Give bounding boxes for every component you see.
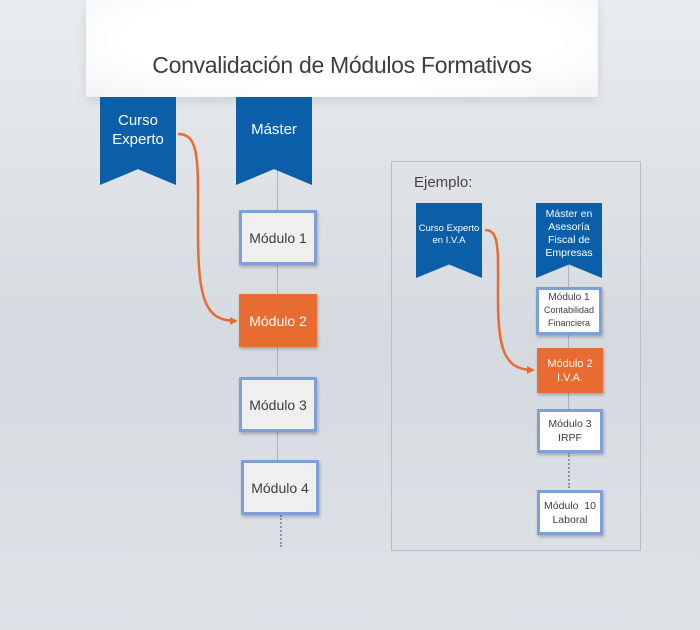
example-connector-line: [568, 260, 569, 410]
continuation-dots: [280, 515, 284, 547]
module-name: Módulo 10: [544, 499, 596, 512]
module-subject: IRPF: [558, 432, 582, 444]
module-1: Módulo 1: [239, 210, 317, 265]
master-label: Máster: [251, 121, 297, 138]
module-subject: Laboral: [552, 513, 588, 526]
example-label: Ejemplo:: [414, 174, 473, 191]
example-panel: Ejemplo:: [391, 161, 641, 551]
example-validation-arrow: [484, 228, 535, 374]
module-name: Módulo 3: [548, 418, 592, 430]
module-label: Módulo 1: [249, 229, 307, 246]
module-3: Módulo 3: [239, 377, 317, 432]
module-4: Módulo 4: [241, 460, 319, 515]
title-banner: Convalidación de Módulos Formativos: [86, 0, 598, 97]
page-title: Convalidación de Módulos Formativos: [152, 52, 532, 78]
module-label: Módulo 3: [249, 396, 307, 413]
example-master-label: Máster en Asesoría Fiscal de Empresas: [545, 208, 593, 259]
module-label: Módulo 4: [251, 479, 309, 496]
module-name: Módulo 2: [547, 357, 593, 370]
course-label: Curso Experto: [112, 112, 164, 148]
module-2-highlighted: Módulo 2: [239, 294, 317, 347]
validation-arrow: [177, 132, 238, 325]
module-label: Módulo 2: [249, 312, 307, 329]
example-course-label: Curso Experto en I.V.A: [418, 223, 480, 246]
example-module-3: Módulo 3 IRPF: [537, 409, 603, 453]
module-subject: Contabilidad Financiera: [543, 305, 595, 328]
example-module-1: Módulo 1 Contabilidad Financiera: [536, 287, 602, 335]
module-subject: I.V.A.: [557, 371, 583, 384]
example-master-banner: Máster en Asesoría Fiscal de Empresas: [536, 203, 602, 278]
module-name: Módulo 1: [548, 292, 590, 303]
example-continuation-dots: [568, 452, 572, 488]
